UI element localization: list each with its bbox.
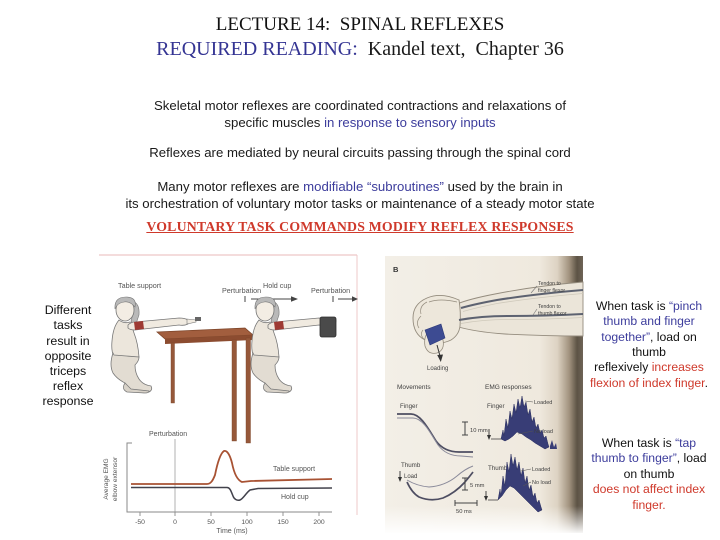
p3-blue-text: modifiable “subroutines” [303,179,444,195]
p3-black-text-2: used by the brain in its orchestration o… [125,179,595,211]
x-axis-ticks [139,512,320,516]
rn2-black-2: , load on thumb [623,451,707,481]
trace2-label: Hold cup [281,494,309,501]
finger-movement-trace-2 [397,417,474,458]
scale-bar-10mm [462,421,468,436]
person-a [110,296,197,394]
rn1-black-1: When task is [595,298,669,313]
cup-icon [319,316,337,338]
table-support-scene-label: Table support [118,281,161,290]
table-support-trace [131,450,333,485]
tendon1-label-1: Tendon to [538,281,561,287]
thumb-movement-trace-1 [406,465,474,488]
thumb-movement-trace-2 [406,471,474,501]
loading-label: Loading [427,366,448,372]
perturbation-label-b: Perturbation [311,286,350,295]
y-axis [126,442,132,513]
rn1-black-2: , load on thumb reflexively [594,329,697,375]
emg-thumb-burst [497,453,543,513]
right-note-paragraph-2: When task is “tap thumb to finger”, load… [578,421,720,513]
scale-50ms-label: 50 ms [456,509,472,515]
rn2-blue: “tap thumb to finger” [591,436,697,466]
finger-loaded-label: Loaded [534,400,552,406]
x-tick-3: 100 [241,519,253,526]
emg-finger-burst-tail [550,440,557,449]
required-reading-line: REQUIRED READING: Kandel text, Chapter 3… [0,38,720,61]
movements-header: Movements [397,384,431,391]
page-title: LECTURE 14: SPINAL REFLEXES [0,14,720,36]
rn1-blue: “pinch thumb and finger together” [601,298,703,344]
perturbation-arrow-b-icon [332,296,358,302]
load-band-icon [424,323,446,346]
required-reading-label: REQUIRED READING: [156,38,358,60]
trace1-label: Table support [273,466,315,473]
p1-black-text: Skeletal motor reflexes are coordinated … [154,98,566,130]
rn2-black-1: When task is [601,436,676,451]
tendon2-label-2: thumb flexor [538,311,567,317]
x-tick-1: 0 [173,519,177,526]
table [155,327,255,444]
y-axis-label-2: elbow extensor [112,456,119,501]
tendon2-label-1: Tendon to [538,304,561,310]
x-tick-0: -50 [135,519,145,526]
emg-header: EMG responses [485,384,532,391]
emg-finger-onset-arrow-icon [487,429,491,440]
x-tick-2: 50 [207,519,215,526]
emg-finger-burst [500,395,550,450]
emg-thumb-onset-arrow-icon [484,491,488,501]
reflex-heading: VOLUNTARY TASK COMMANDS MODIFY REFLEX RE… [0,219,720,235]
figure-b-canvas: B Tendon to finger flexor Tendon to thum… [385,256,584,533]
panel-b-label: B [393,265,399,274]
lecture-title-text: LECTURE 14: SPINAL REFLEXES [215,14,505,35]
x-tick-5: 200 [313,519,325,526]
right-note-paragraph-1: When task is “pinch thumb and finger tog… [578,283,720,391]
hold-cup-scene-label: Hold cup [263,281,291,290]
scale-5mm-label: 5 mm [470,483,485,489]
hand-drawing: Tendon to finger flexor Tendon to thumb … [412,281,584,372]
rn1-red: increases flexion of index finger [590,360,705,390]
figure-a-canvas: Table support Perturbation Hold cup Pert… [99,254,358,535]
load-arrow-icon [398,471,402,482]
hold-cup-trace [131,486,333,501]
thumb-tendon-line [458,313,584,321]
finger-tendon-line [460,289,584,309]
pointer-tip [195,317,201,321]
mov-finger-label: Finger [400,403,418,410]
intro-paragraph-2: Reflexes are mediated by neural circuits… [60,129,660,162]
required-reading-text: Kandel text, Chapter 36 [357,38,564,60]
left-note-text: Different tasks result in opposite trice… [42,303,94,409]
right-note: When task is “pinch thumb and finger tog… [578,268,720,529]
emg-thumb-label: Thumb [488,465,508,472]
intro-paragraph-3: Many motor reflexes are modifiable “subr… [60,163,660,212]
emg-finger-label: Finger [487,403,505,410]
p3-black-text-1: Many motor reflexes are [157,179,304,195]
thumb-loaded-label: Loaded [532,467,550,473]
scale-10mm-label: 10 mm [470,428,488,434]
left-note: Different tasks result in opposite trice… [18,288,118,410]
x-tick-4: 150 [277,519,289,526]
loading-arrow-icon [436,344,443,362]
page-bottom-fade [385,506,583,533]
y-axis-label-1: Average EMG [103,458,110,499]
p2-text: Reflexes are mediated by neural circuits… [149,145,571,161]
thumb-noload-label: No load [532,480,551,486]
intro-paragraph-1: Skeletal motor reflexes are coordinated … [60,82,660,131]
tendon1-label-2: finger flexor [538,288,565,294]
finger-noload-label: No load [534,429,553,435]
rn1-black-3: . [704,375,708,390]
mov-thumb-label: Thumb [401,462,421,469]
chart-perturbation-label: Perturbation [149,431,187,438]
reflex-heading-text: VOLUNTARY TASK COMMANDS MODIFY REFLEX RE… [146,219,574,234]
x-axis-label: Time (ms) [216,528,247,535]
emg-chart: Average EMG elbow extensor Perturbation … [103,431,333,535]
rn2-red: does not affect index finger. [592,482,706,512]
p1-blue-text: in response to sensory inputs [324,114,496,130]
scale-bar-50ms [454,500,478,506]
load-label: Load [404,474,417,480]
scale-bar-5mm [462,477,468,491]
person-b [250,296,337,394]
perturbation-label-a: Perturbation [222,286,261,295]
